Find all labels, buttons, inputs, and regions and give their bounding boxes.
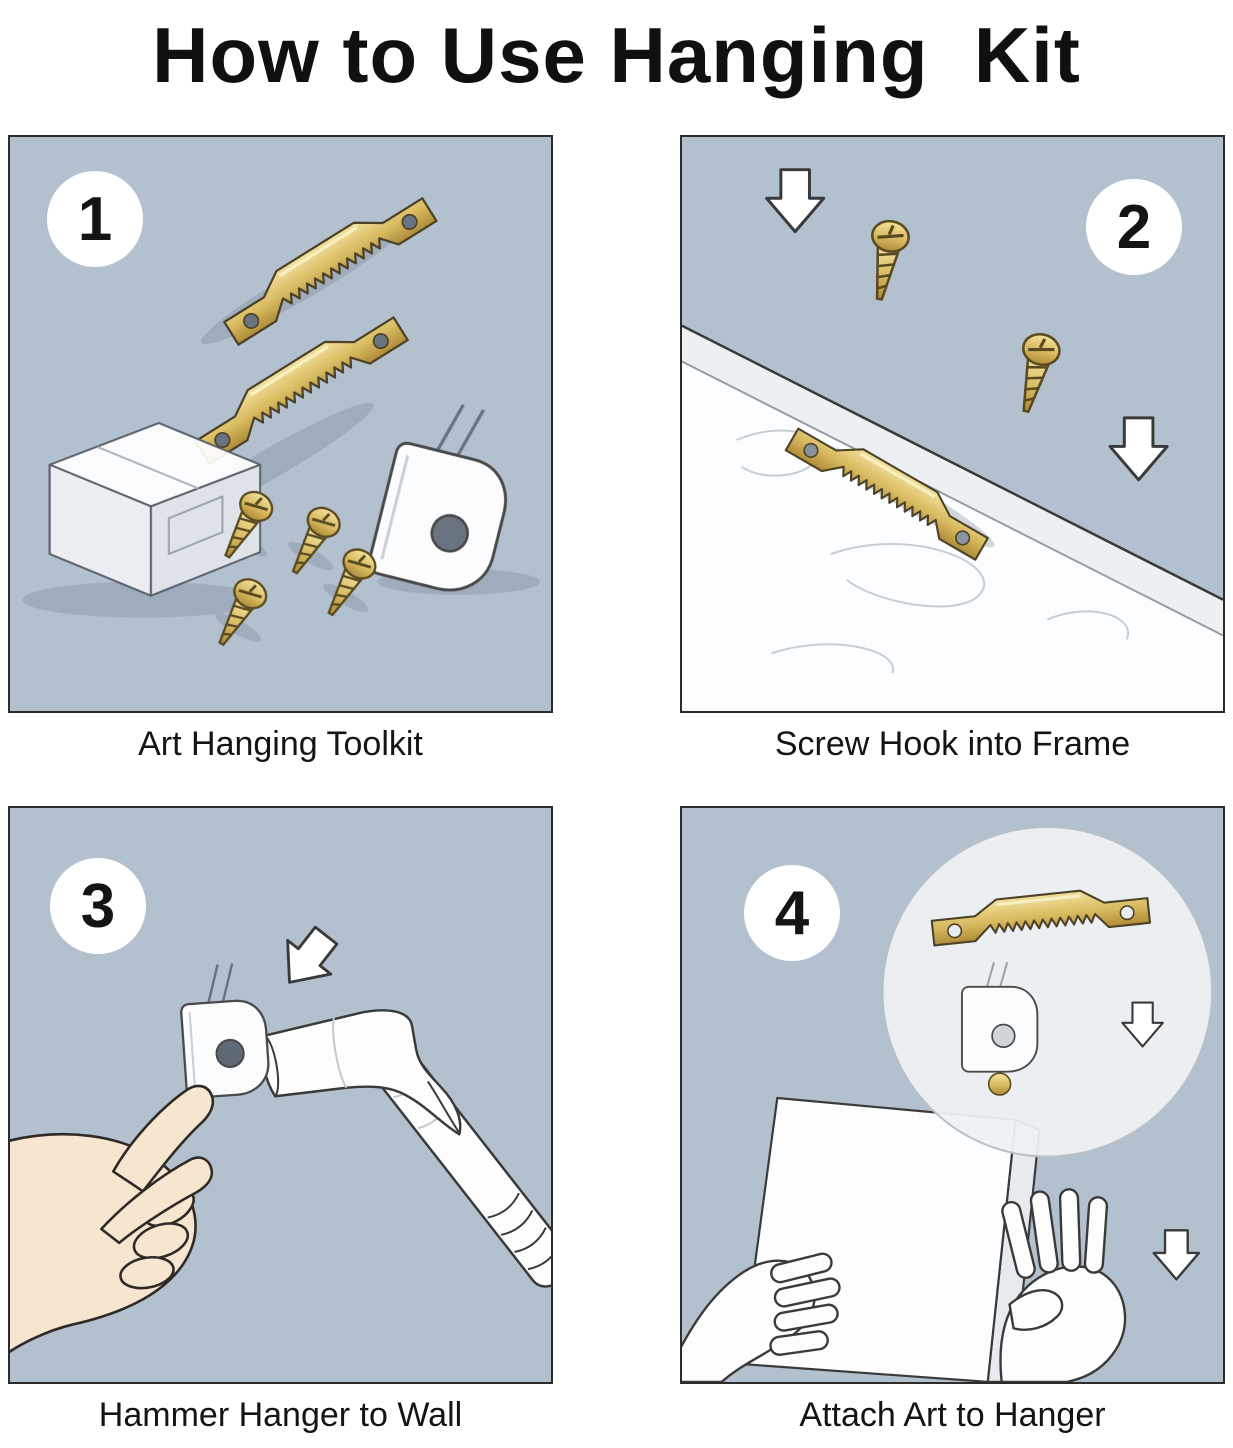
wall-hook-icon [180,963,270,1099]
wall-hook-icon [367,403,507,592]
step-caption: Screw Hook into Frame [774,725,1131,763]
down-arrow-icon [765,168,826,234]
down-arrow-icon [1152,1229,1201,1281]
steps-grid: 1 Art Hanging Toolkit [0,135,1233,1435]
step-caption: Attach Art to Hanger [799,1396,1106,1434]
screw-icon [279,500,347,582]
step-number-badge: 4 [744,865,840,961]
screw-head-icon [987,1072,1012,1096]
hammer-icon [261,1009,551,1288]
down-arrow-icon [1108,416,1169,482]
step-3-panel: 3 [8,806,553,1384]
plastic-case-icon [48,422,262,597]
screw-icon [314,542,383,624]
hands-icon [682,1188,1127,1382]
step-number-badge: 3 [50,858,146,954]
page-title: How to Use Hanging Kit [152,11,1081,99]
step-caption: Art Hanging Toolkit [138,725,423,763]
step-3-illustration [10,917,551,1354]
step-1-panel: 1 [8,135,553,713]
step-number-badge: 1 [47,171,143,267]
step-4-panel: 4 [680,806,1225,1384]
wall-hook-icon [960,961,1039,1073]
step-4-illustration [682,825,1214,1382]
step-3: 3 Hammer Hanger to Wall [8,806,553,1435]
step-number-badge: 2 [1086,179,1182,275]
step-2: 2 Screw Hook into Frame [680,135,1225,764]
step-2-panel: 2 [680,135,1225,713]
hand-icon [10,1084,215,1354]
screw-icon [1006,328,1065,418]
step-1-illustration [21,183,541,654]
step-caption: Hammer Hanger to Wall [98,1396,463,1434]
step-2-illustration [682,168,1223,711]
step-4: 4 Attach Art to Hanger [680,806,1225,1435]
magnifier-detail [881,825,1214,1158]
screw-icon [859,216,913,304]
sawtooth-hanger-icon [214,183,439,347]
down-arrow-icon [266,917,350,1001]
step-1: 1 Art Hanging Toolkit [8,135,553,764]
